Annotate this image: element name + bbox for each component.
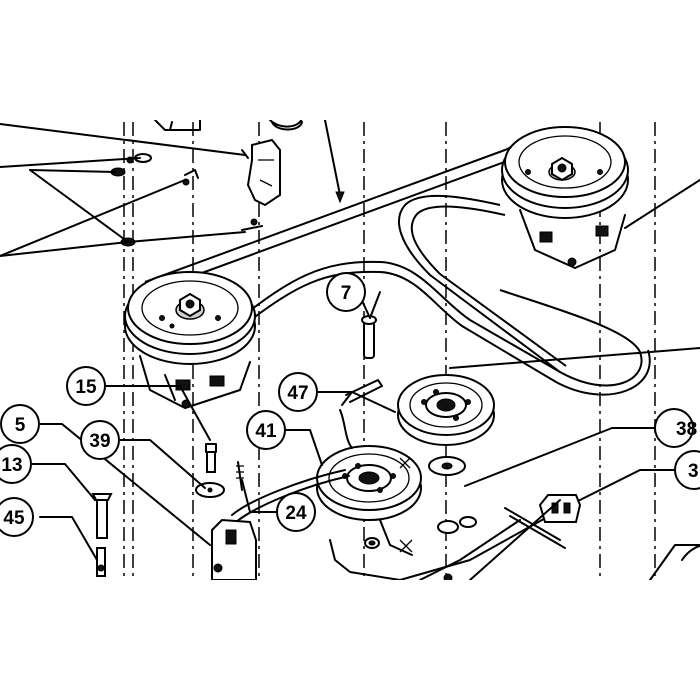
upper-belt-guide	[241, 117, 303, 231]
callout-partial-bottom-right	[681, 545, 700, 561]
callout-label-15: 15	[75, 377, 97, 398]
left-hardware	[110, 119, 201, 247]
callout-label-47: 47	[287, 383, 308, 404]
callout-label-41: 41	[255, 421, 277, 442]
callout-label-7: 7	[341, 283, 352, 304]
callout-partial-top	[271, 121, 303, 131]
callout-47[interactable]: 47	[278, 372, 318, 412]
left-spindle-pulley	[124, 271, 256, 409]
belt-guide-bracket	[538, 494, 582, 523]
callout-5[interactable]: 5	[0, 404, 40, 444]
callout-label-39: 39	[89, 431, 110, 452]
callout-15[interactable]: 15	[66, 366, 106, 406]
callout-39[interactable]: 39	[80, 420, 120, 460]
idler-pulley-upper	[397, 374, 495, 446]
callout-7[interactable]: 7	[326, 272, 366, 312]
bottom-blank-margin	[0, 580, 700, 700]
callout-24[interactable]: 24	[276, 492, 316, 532]
right-spindle-pulley	[501, 126, 629, 269]
secondary-belt	[398, 194, 567, 373]
washer	[428, 456, 466, 476]
callout-41[interactable]: 41	[246, 410, 286, 450]
callout-label-38: 38	[676, 419, 697, 440]
callout-45[interactable]: 45	[0, 497, 34, 537]
callout-label-13: 13	[1, 455, 22, 476]
callout-label-45: 45	[3, 508, 25, 529]
callout-label-3: 3	[688, 461, 699, 482]
callout-3[interactable]: 3	[674, 450, 700, 490]
left-bottom-hardware	[91, 443, 257, 581]
callout-38[interactable]: 38	[654, 408, 697, 448]
callout-label-5: 5	[15, 415, 26, 436]
top-blank-margin	[0, 0, 700, 120]
callout-13[interactable]: 13	[0, 444, 32, 484]
idler-pulley-lower	[316, 445, 422, 521]
bolt-part-7	[361, 315, 377, 359]
callout-label-24: 24	[285, 503, 307, 524]
